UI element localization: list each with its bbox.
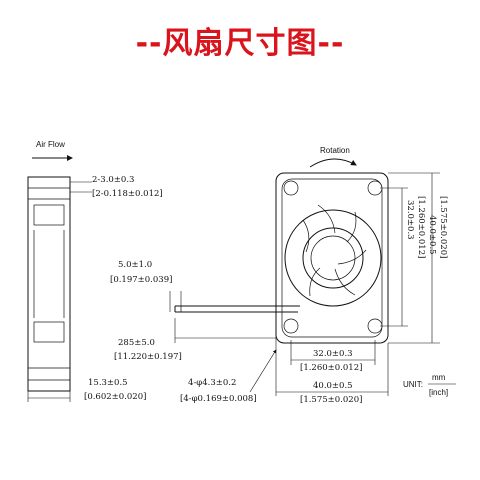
unit-mm: mm [432, 373, 446, 382]
screw-depth-value: 2-3.0±0.3 [92, 175, 134, 185]
hole-spacing-v-value: 32.0±0.3 [405, 200, 415, 240]
width-value: 40.0±0.5 [313, 381, 353, 391]
unit-label: UNIT: [403, 380, 423, 389]
lead-wires [169, 291, 300, 343]
hole-value: 4-φ4.3±0.2 [188, 378, 236, 388]
diagram-title: --风扇尺寸图-- [135, 26, 345, 61]
height-inch: [1.575±0.020] [438, 196, 448, 258]
air-flow-label: Air Flow [36, 140, 65, 149]
unit-inch: [inch] [429, 388, 448, 397]
thickness-value: 15.3±0.5 [88, 378, 128, 388]
hole-inch: [4-φ0.169±0.008] [180, 394, 257, 404]
lead-length-value: 285±5.0 [118, 338, 155, 348]
rotation-arrow [309, 158, 357, 168]
screw-depth-inch: [2-0.118±0.012] [92, 189, 163, 199]
fan-side-view [27, 176, 71, 392]
lead-strip-inch: [0.197±0.039] [110, 275, 172, 285]
hole-spacing-v-inch: [1.260±0.012] [416, 196, 426, 258]
width-inch: [1.575±0.020] [300, 395, 362, 405]
fan-front-view [275, 172, 389, 344]
thickness-inch: [0.602±0.020] [84, 392, 146, 402]
hole-spacing-h-value: 32.0±0.3 [313, 349, 353, 359]
lead-strip-value: 5.0±1.0 [118, 260, 152, 270]
rotation-label: Rotation [320, 146, 350, 155]
hole-spacing-h-inch: [1.260±0.012] [300, 363, 362, 373]
height-value: 40.0±0.5 [427, 215, 437, 255]
lead-length-inch: [11.220±0.197] [114, 352, 182, 362]
